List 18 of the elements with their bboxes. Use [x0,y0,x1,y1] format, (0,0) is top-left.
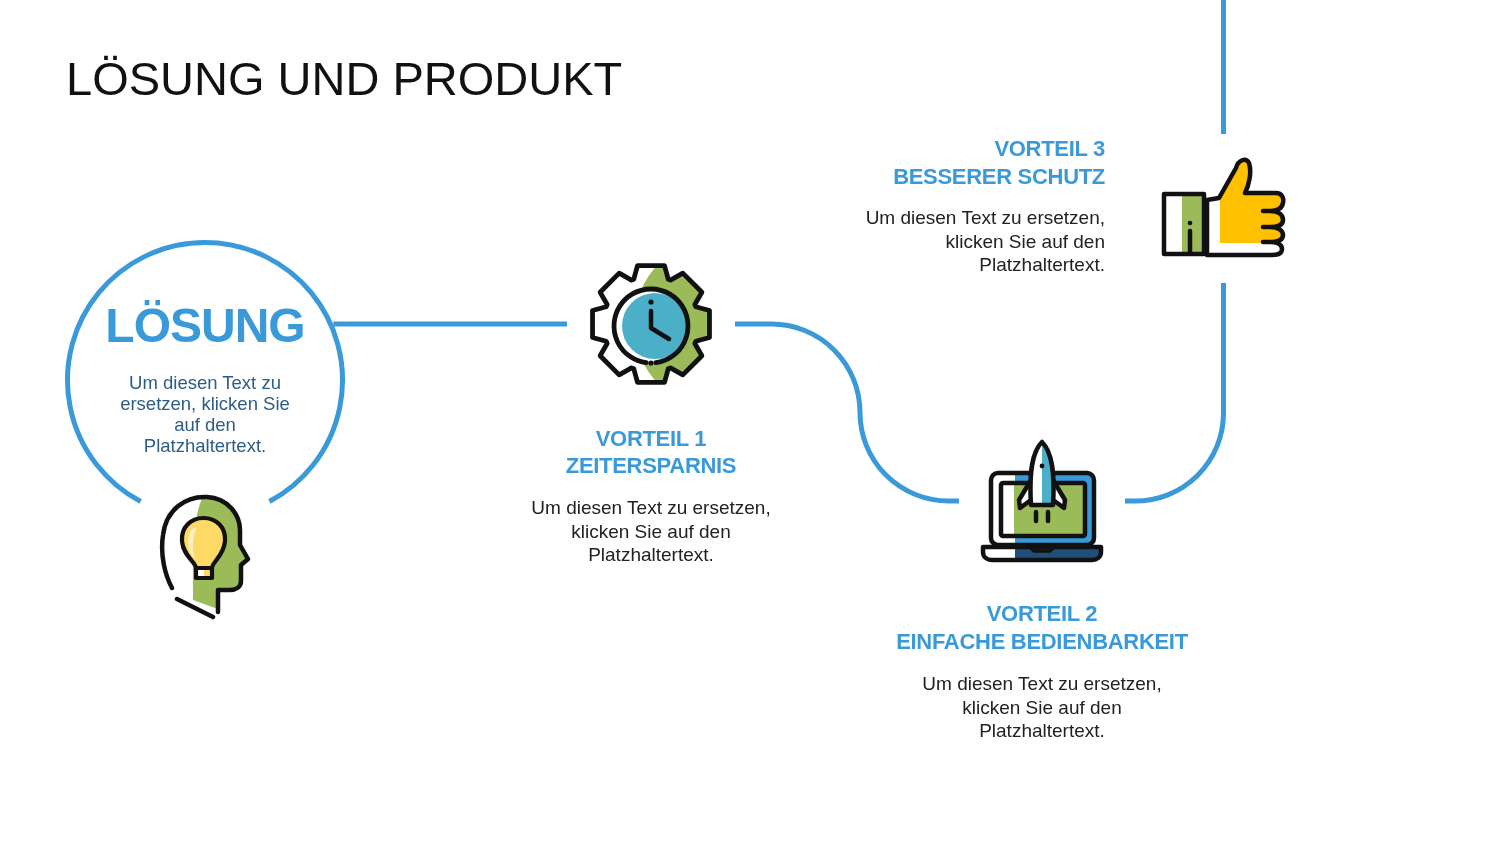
benefit-label: VORTEIL 3 [994,136,1105,162]
benefit-label: VORTEIL 2 [986,601,1098,627]
circle-text: Um diesen Text zu ersetzen, klicken Sie auf den Platzhaltertext. [119,371,291,456]
benefit-description: Um diesen Text zu ersetzen, klicken Sie auf den Platzhaltertext. [921,672,1163,743]
connector-line [1221,0,1226,134]
benefit-label: VORTEIL 1 [595,426,707,452]
connector-line [1125,283,1226,504]
connector-line [735,321,959,504]
connector-line [333,321,567,327]
benefit-title: EINFACHE BEDIENBARKEIT [896,629,1188,655]
benefit-title: BESSERER SCHUTZ [893,164,1105,190]
benefit-description: Um diesen Text zu ersetzen, klicken Sie auf den Platzhaltertext. [530,496,772,567]
laptop-rocket-icon [980,439,1104,563]
circle-heading: LÖSUNG [105,300,305,352]
benefit-title: ZEITERSPARNIS [565,453,737,479]
benefit-description: Um diesen Text zu ersetzen, klicken Sie auf den Platzhaltertext. [864,206,1105,277]
slide-title: LÖSUNG UND PRODUKT [66,51,623,107]
gear-clock-icon [588,261,714,387]
